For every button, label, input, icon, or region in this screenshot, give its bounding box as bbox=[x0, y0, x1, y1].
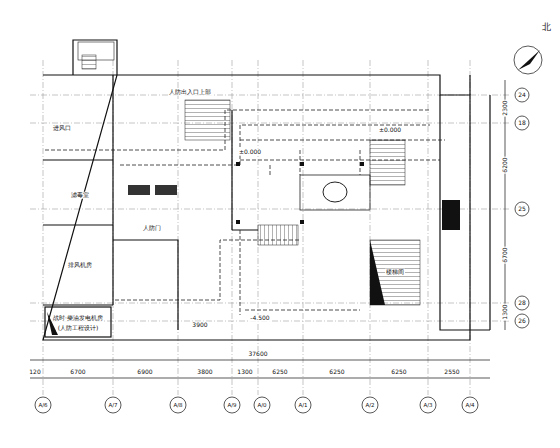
grid-axis-label: A/1 bbox=[297, 402, 308, 408]
plan-label: 北 bbox=[541, 23, 552, 33]
grid-axis-label: A/3 bbox=[422, 402, 433, 408]
plan-label: 人防出入口上部 bbox=[168, 89, 212, 96]
grid-axis-label: A/8 bbox=[172, 402, 183, 408]
plan-label: 楼梯间 bbox=[385, 269, 405, 276]
plan-label: 6250 bbox=[328, 369, 345, 376]
grid-axis-label: 26 bbox=[517, 318, 527, 325]
plan-label: 6250 bbox=[390, 369, 407, 376]
plan-label: 37600 bbox=[247, 351, 268, 358]
plan-label: 2300 bbox=[502, 99, 509, 116]
grid-axis-label: A/9 bbox=[226, 402, 237, 408]
plan-label: 6900 bbox=[136, 369, 153, 376]
plan-label: ±0.000 bbox=[238, 149, 262, 156]
grid-axis-label: A/2 bbox=[364, 402, 375, 408]
grid-axis-label: 18 bbox=[517, 120, 527, 127]
plan-label: 3900 bbox=[191, 322, 208, 329]
plan-label: 战时·柴油发电机房 bbox=[52, 315, 104, 322]
grid-axis-label: 24 bbox=[517, 92, 527, 99]
plan-label: 3800 bbox=[196, 369, 213, 376]
plan-label: 6700 bbox=[69, 369, 86, 376]
plan-label: 1300 bbox=[236, 369, 253, 376]
plan-label: ±0.000 bbox=[378, 127, 402, 134]
plan-label: 120 bbox=[28, 369, 41, 376]
plan-label: -4.500 bbox=[249, 315, 270, 322]
plan-label: 6250 bbox=[271, 369, 288, 376]
grid-axis-label: A/6 bbox=[37, 402, 48, 408]
plan-label: (人防工程设计) bbox=[57, 325, 100, 332]
plan-label: 人防门 bbox=[142, 225, 162, 232]
grid-axis-label: A/4 bbox=[464, 402, 475, 408]
grid-axis-label: 25 bbox=[517, 206, 527, 213]
plan-label: 1300 bbox=[502, 303, 509, 320]
plan-label: 6200 bbox=[502, 156, 509, 173]
plan-label: 排风机房 bbox=[67, 262, 93, 269]
plan-label: 2550 bbox=[443, 369, 460, 376]
plan-label: 6700 bbox=[502, 246, 509, 263]
plan-label: 滤毒室 bbox=[70, 192, 90, 199]
plan-label: 进风口 bbox=[52, 125, 72, 132]
grid-axis-label: A/7 bbox=[107, 402, 118, 408]
grid-axis-label: A/0 bbox=[256, 402, 267, 408]
grid-axis-label: 28 bbox=[517, 300, 527, 307]
